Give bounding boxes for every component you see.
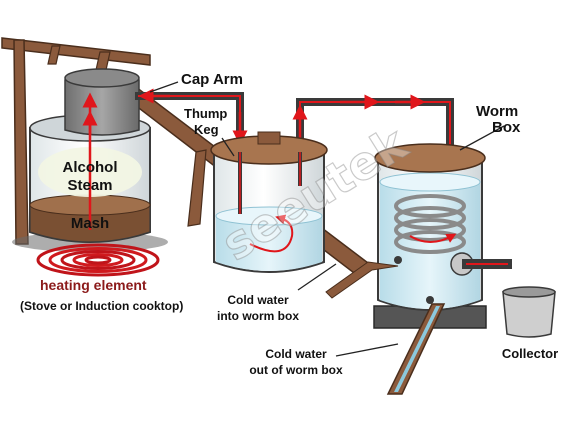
- label-cap-arm: Cap Arm: [181, 71, 243, 88]
- label-worm-box-line1: Worm: [476, 103, 518, 120]
- leader-lines: [149, 81, 505, 357]
- label-cold-water-in-line2: into worm box: [217, 309, 299, 323]
- label-heating-note: (Stove or Induction cooktop): [20, 299, 183, 313]
- label-worm-box-line2: Box: [492, 119, 521, 136]
- collector-jar: [502, 286, 556, 338]
- label-cold-water-out-line1: Cold water: [265, 347, 327, 361]
- label-thump-keg-line2: Keg: [194, 122, 219, 137]
- cold-water-pipes: [325, 261, 446, 395]
- thump-keg: [210, 131, 328, 273]
- worm-coil: [394, 194, 466, 254]
- heating-element-coil: [36, 243, 160, 277]
- label-thump-keg-line1: Thump: [184, 106, 227, 121]
- label-alcohol-steam-line1: Alcohol: [63, 159, 118, 176]
- label-mash: Mash: [71, 215, 109, 232]
- label-heating-element: heating element: [40, 277, 147, 293]
- worm-box: [373, 143, 512, 329]
- label-cold-water-out-line2: out of worm box: [249, 363, 343, 377]
- label-collector: Collector: [502, 346, 558, 361]
- pot-still: [12, 68, 168, 252]
- label-cold-water-in-line1: Cold water: [227, 293, 289, 307]
- label-alcohol-steam-line2: Steam: [67, 177, 112, 194]
